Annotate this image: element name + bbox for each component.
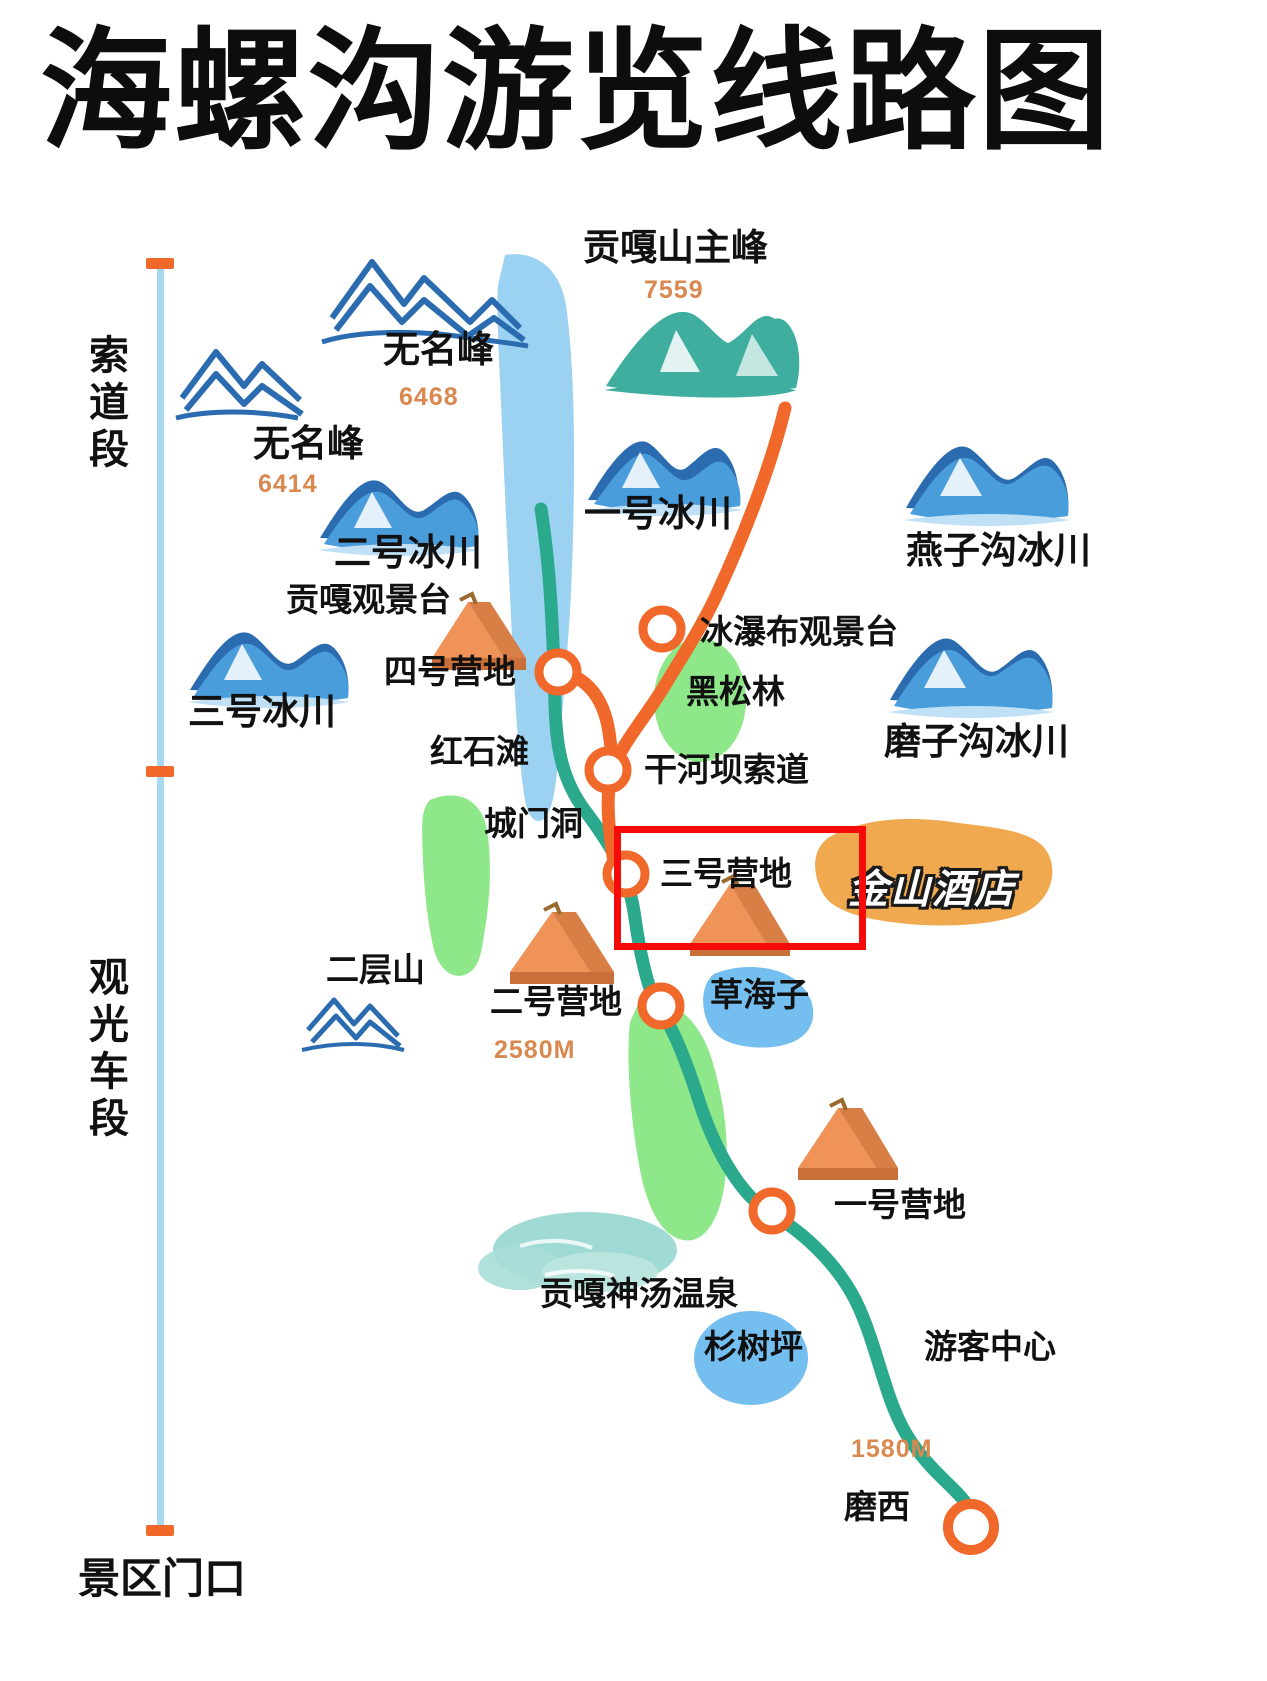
route-cableway-orange bbox=[601, 401, 792, 881]
route-axis-line bbox=[157, 262, 164, 1534]
station-node-sihao bbox=[534, 648, 582, 696]
glacier-icon-yihao bbox=[588, 441, 742, 516]
label-place-gongga-viewpoint: 贡嘎观景台 bbox=[286, 581, 451, 618]
label-station-moxi[interactable]: 磨西 bbox=[844, 1488, 910, 1525]
label-station-camp2[interactable]: 二号营地 bbox=[490, 983, 622, 1020]
label-place-icefall-viewpoint: 冰瀑布观景台 bbox=[700, 613, 898, 650]
elevation-peak-6468: 6468 bbox=[399, 383, 459, 411]
tent-icon-sihao bbox=[432, 591, 526, 670]
axis-tick-middle bbox=[146, 766, 174, 777]
axis-segment-shuttle-bus: 观光车段 bbox=[89, 956, 129, 1141]
label-peak-gongga: 贡嘎山主峰 bbox=[583, 227, 768, 268]
tent-icon-yihao bbox=[798, 1097, 898, 1180]
peak-icon-6414 bbox=[175, 349, 304, 421]
peak-icon-erceng bbox=[301, 997, 405, 1052]
label-station-camp4[interactable]: 四号营地 bbox=[384, 653, 516, 690]
label-place-hongshitan: 红石滩 bbox=[430, 733, 529, 770]
lake-shanshuping bbox=[694, 1311, 808, 1405]
station-node-moxi bbox=[943, 1499, 999, 1555]
label-hotel-jinshan[interactable]: 金山酒店 bbox=[848, 868, 1016, 912]
label-peak-wuming-6468: 无名峰 bbox=[383, 329, 494, 370]
elevation-station-camp2: 2580M bbox=[494, 1036, 576, 1064]
tent-icon-erhao bbox=[510, 901, 614, 984]
label-place-shanshuping: 杉树坪 bbox=[704, 1328, 803, 1365]
peak-icon-6468 bbox=[321, 259, 529, 349]
peak-icon-gongga bbox=[604, 311, 800, 398]
lake-caohaizi bbox=[703, 967, 814, 1048]
axis-segment-cableway: 索道段 bbox=[89, 334, 129, 472]
glacier-icon-yanzigou bbox=[904, 446, 1070, 526]
label-place-heisonglin: 黑松林 bbox=[686, 673, 785, 710]
station-node-erhao bbox=[637, 982, 685, 1030]
hot-spring-gonggashentang bbox=[478, 1212, 677, 1292]
label-place-caohaizi: 草海子 bbox=[710, 976, 809, 1013]
station-node-bingpubu bbox=[638, 605, 686, 653]
forest-ercengshan bbox=[422, 795, 490, 976]
label-glacier-erhao: 二号冰川 bbox=[334, 532, 482, 573]
station-node-ganheba bbox=[584, 746, 632, 794]
label-peak-wuming-6414: 无名峰 bbox=[253, 423, 364, 464]
axis-tick-top bbox=[146, 258, 174, 269]
label-station-ganheba-cableway[interactable]: 干河坝索道 bbox=[644, 751, 809, 788]
label-place-ercengshan: 二层山 bbox=[326, 951, 425, 988]
elevation-peak-6414: 6414 bbox=[258, 470, 318, 498]
label-place-chengmendong: 城门洞 bbox=[484, 805, 583, 842]
scenic-area-entrance-label: 景区门口 bbox=[78, 1555, 247, 1602]
highlight-box-camp3 bbox=[614, 826, 866, 950]
label-glacier-sanhao: 三号冰川 bbox=[188, 691, 336, 732]
glacier-icon-mozigou bbox=[888, 638, 1054, 718]
route-road-green bbox=[534, 502, 977, 1517]
label-station-camp1[interactable]: 一号营地 bbox=[834, 1186, 966, 1223]
label-glacier-yanzigou: 燕子沟冰川 bbox=[906, 530, 1091, 571]
label-glacier-yihao: 一号冰川 bbox=[584, 493, 732, 534]
hotel-highlight-blob bbox=[815, 819, 1053, 926]
label-place-visitor-center: 游客中心 bbox=[924, 1328, 1056, 1365]
label-glacier-mozigou: 磨子沟冰川 bbox=[884, 721, 1069, 762]
elevation-station-moxi: 1580M bbox=[851, 1435, 933, 1463]
station-node-yihao bbox=[748, 1187, 796, 1235]
label-station-camp3[interactable]: 三号营地 bbox=[660, 855, 792, 892]
axis-tick-bottom bbox=[146, 1525, 174, 1536]
glacier-icon-erhao bbox=[318, 480, 480, 556]
elevation-peak-gongga: 7559 bbox=[644, 276, 704, 304]
glacier-icon-sanhao bbox=[188, 632, 350, 708]
label-place-hotspring: 贡嘎神汤温泉 bbox=[540, 1275, 738, 1312]
page-title: 海螺沟游览线路图 bbox=[40, 18, 1112, 165]
forest-lower-valley bbox=[628, 999, 727, 1241]
